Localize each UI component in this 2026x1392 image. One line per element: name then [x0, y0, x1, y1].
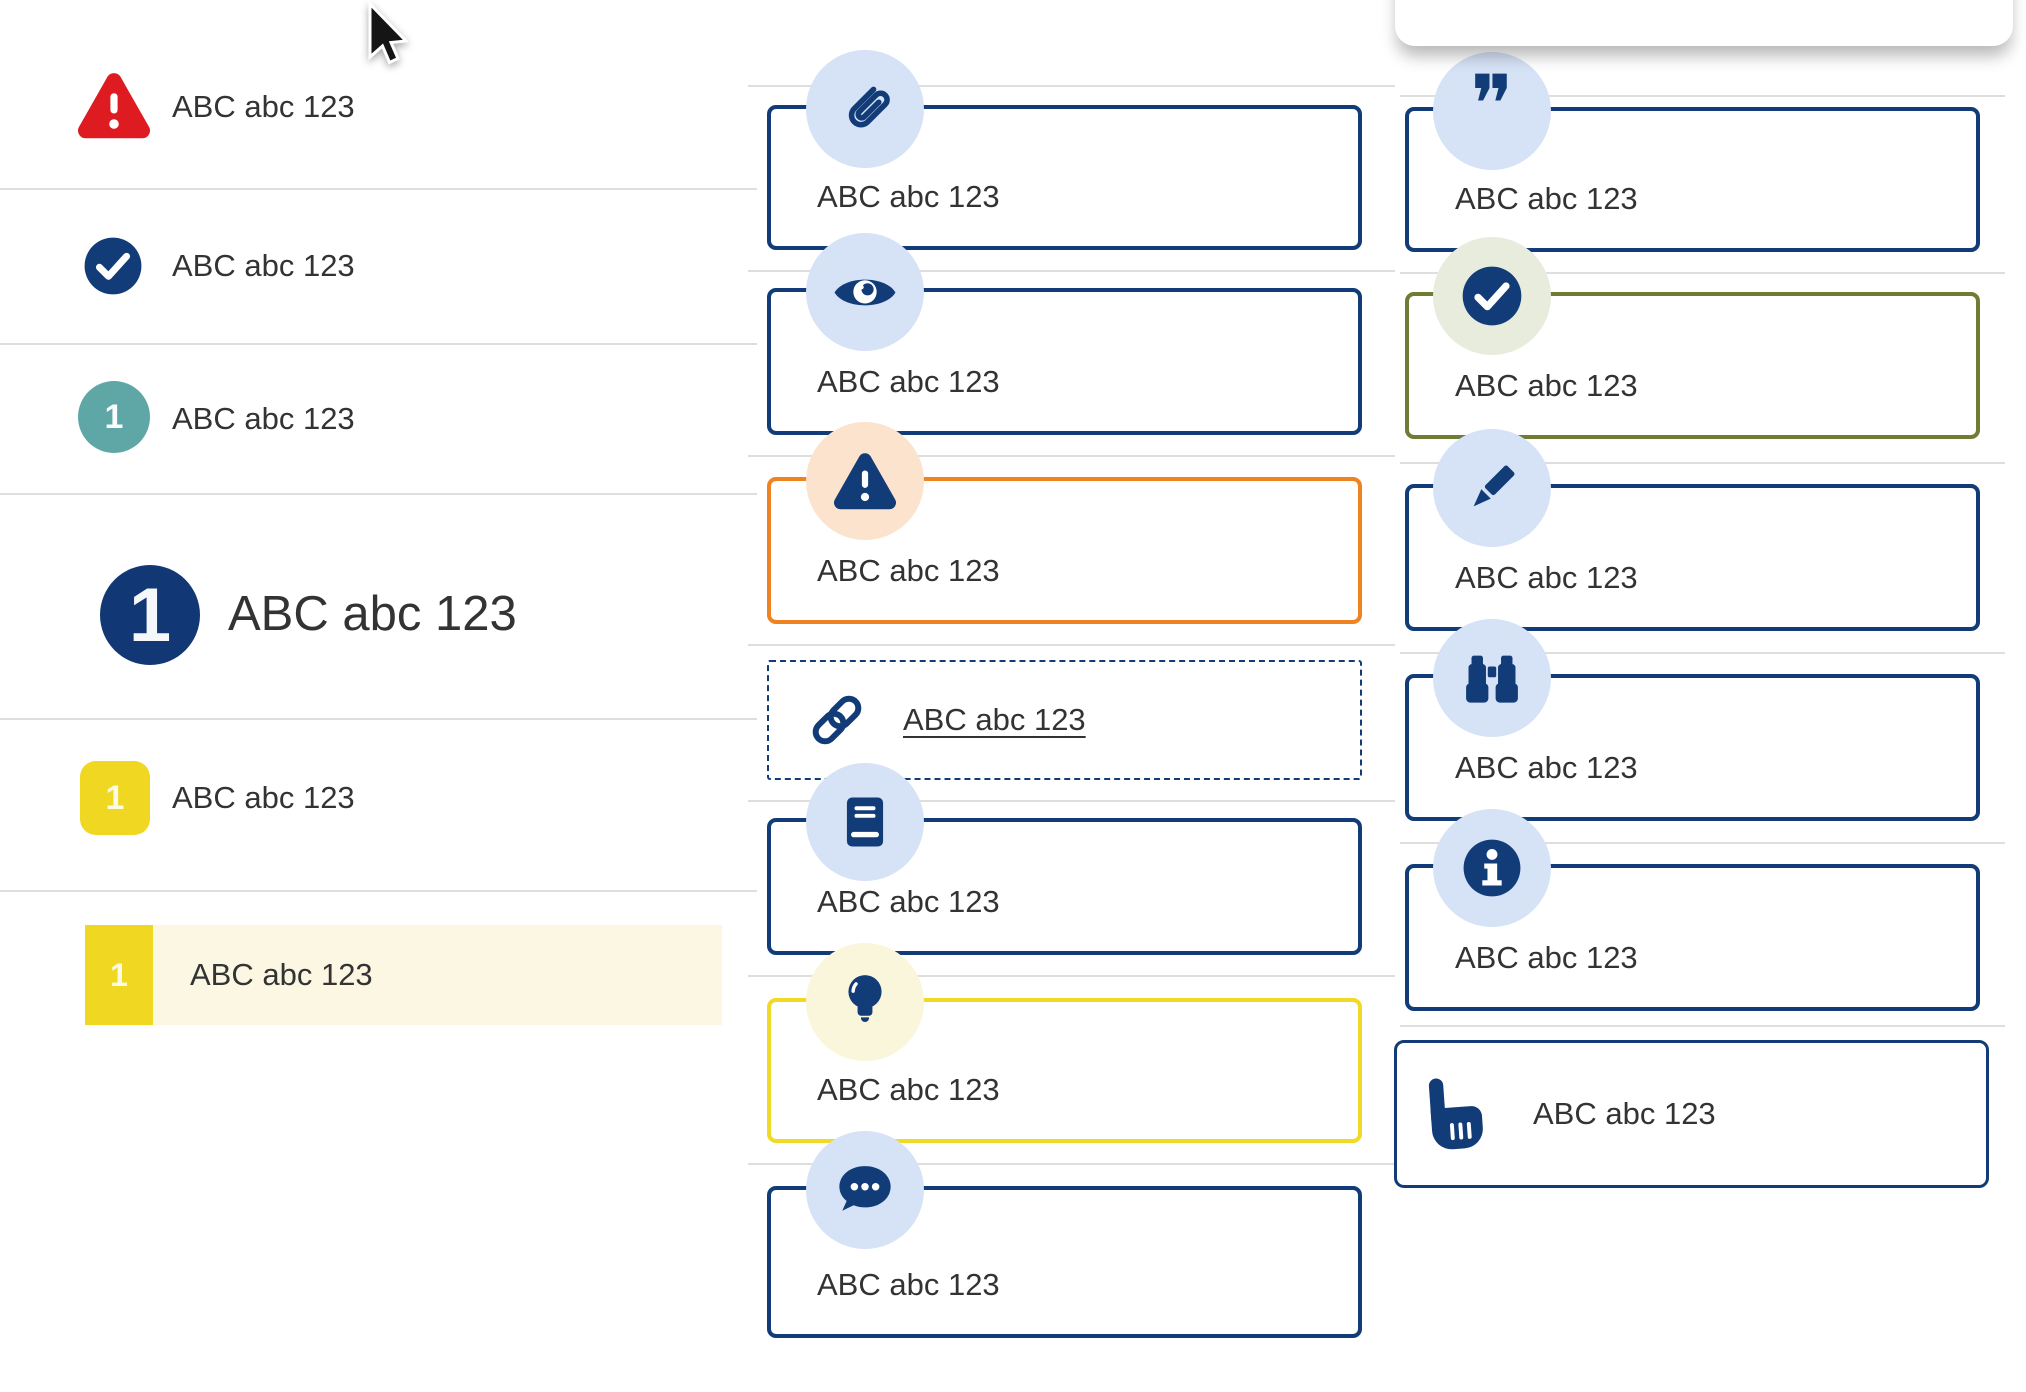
hand-pointer-icon [1423, 1076, 1483, 1152]
card-label: ABC abc 123 [1455, 750, 1638, 785]
divider [0, 343, 757, 345]
mouse-cursor [362, 2, 408, 66]
divider [0, 890, 757, 892]
list-item-label-large: ABC abc 123 [228, 587, 517, 641]
list-item-label: ABC abc 123 [190, 957, 373, 992]
card-label: ABC abc 123 [817, 179, 1000, 214]
warning-triangle-icon [78, 73, 150, 139]
divider [748, 644, 1395, 646]
chat-dots-icon [835, 1163, 895, 1218]
card-label: ABC abc 123 [1455, 560, 1638, 595]
callout-card-link: ABC abc 123 [767, 660, 1362, 780]
divider [748, 85, 1395, 87]
callout-card-success: ABC abc 123 [1405, 292, 1980, 439]
icon-circle [1433, 429, 1551, 547]
icon-circle [1433, 809, 1551, 927]
info-icon [1461, 837, 1523, 899]
icon-circle [806, 1131, 924, 1249]
list-item-label: ABC abc 123 [172, 780, 355, 815]
card-label: ABC abc 123 [1455, 181, 1638, 216]
list-item-label: ABC abc 123 [172, 89, 355, 124]
pencil-icon [1463, 459, 1521, 517]
paperclip-icon [836, 80, 894, 138]
icon-circle [806, 233, 924, 351]
icon-circle [1433, 237, 1551, 355]
divider [0, 493, 757, 495]
list-item-label: ABC abc 123 [172, 401, 355, 436]
icon-circle [806, 422, 924, 540]
icon-circle [806, 50, 924, 168]
divider [1400, 272, 2005, 274]
callout-card-edit: ABC abc 123 [1405, 484, 1980, 631]
icon-circle: ❞ [1433, 52, 1551, 170]
step-number-badge-large: 1 [100, 565, 200, 665]
warning-triangle-icon [834, 452, 896, 510]
hyperlink[interactable]: ABC abc 123 [903, 702, 1086, 737]
card-label: ABC abc 123 [817, 1072, 1000, 1107]
binoculars-icon [1463, 652, 1521, 705]
step-number-badge-gold: 1 [80, 761, 150, 835]
divider [0, 718, 757, 720]
book-icon [837, 794, 893, 850]
divider [1400, 842, 2005, 844]
card-label: ABC abc 123 [817, 364, 1000, 399]
callout-card-pointer: ABC abc 123 [1394, 1040, 1989, 1188]
divider [1400, 462, 2005, 464]
check-circle-icon [82, 235, 144, 297]
divider [1400, 1025, 2005, 1027]
card-label: ABC abc 123 [817, 553, 1000, 588]
lightbulb-icon [842, 970, 888, 1034]
divider [748, 455, 1395, 457]
step-number-badge: 1 [78, 381, 150, 453]
icon-circle [1433, 619, 1551, 737]
divider [748, 1163, 1395, 1165]
quote-icon: ❞ [1470, 58, 1514, 151]
icon-circle [806, 943, 924, 1061]
check-circle-icon [1460, 264, 1524, 328]
icon-circle [806, 763, 924, 881]
card-label: ABC abc 123 [1455, 940, 1638, 975]
callout-card-comment: ABC abc 123 [767, 1186, 1362, 1338]
row-highlight [153, 925, 722, 1025]
card-label: ABC abc 123 [817, 1267, 1000, 1302]
divider [1400, 652, 2005, 654]
divider [748, 800, 1395, 802]
eye-icon [832, 267, 898, 318]
card-label: ABC abc 123 [817, 884, 1000, 919]
card-label: ABC abc 123 [1455, 368, 1638, 403]
divider [748, 975, 1395, 977]
link-icon [807, 690, 867, 750]
divider [748, 270, 1395, 272]
floating-panel-edge [1395, 0, 2013, 46]
step-number-badge-gold: 1 [85, 925, 153, 1025]
card-label: ABC abc 123 [1533, 1096, 1716, 1131]
list-item-label: ABC abc 123 [172, 248, 355, 283]
divider [1400, 95, 2005, 97]
divider [0, 188, 757, 190]
